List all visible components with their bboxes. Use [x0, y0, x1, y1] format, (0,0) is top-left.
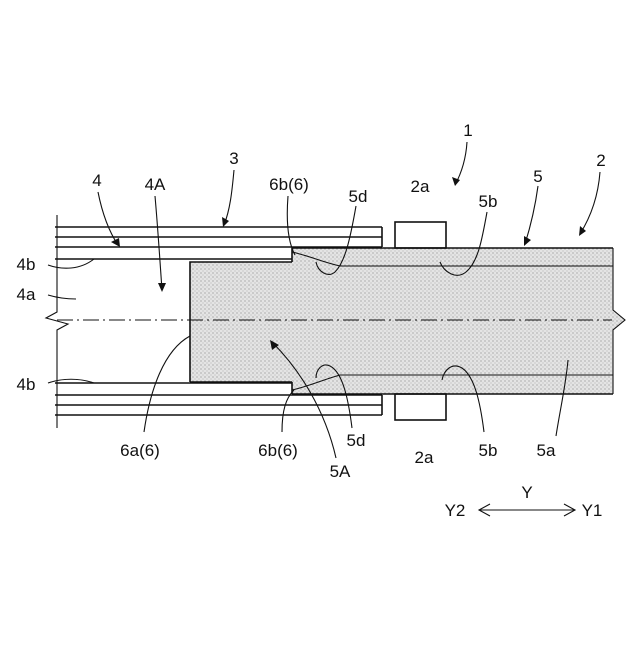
label-6b6-top: 6b(6): [269, 175, 309, 194]
label-5d-top: 5d: [349, 187, 368, 206]
label-3: 3: [229, 149, 238, 168]
label-6a6: 6a(6): [120, 441, 160, 460]
label-2a-bottom: 2a: [415, 448, 434, 467]
axis-label: Y: [521, 483, 532, 502]
member-5-fill: [190, 248, 625, 394]
label-4A: 4A: [145, 175, 166, 194]
label-6b6-bottom: 6b(6): [258, 441, 298, 460]
label-5b-bottom: 5b: [479, 441, 498, 460]
label-5d-bottom: 5d: [347, 431, 366, 450]
direction-left-label: Y2: [445, 501, 466, 520]
label-5a: 5a: [537, 441, 556, 460]
outer-layers-top: [55, 227, 382, 247]
label-4b-top: 4b: [17, 255, 36, 274]
label-5: 5: [533, 167, 542, 186]
label-5b-top: 5b: [479, 192, 498, 211]
label-4: 4: [92, 171, 101, 190]
direction-right-label: Y1: [582, 501, 603, 520]
label-2a-top: 2a: [411, 177, 430, 196]
label-1: 1: [463, 121, 472, 140]
label-2: 2: [596, 151, 605, 170]
label-4b-bottom: 4b: [17, 375, 36, 394]
label-4a: 4a: [17, 285, 36, 304]
direction-indicator: Y Y2 Y1: [445, 483, 603, 520]
outer-layers-bottom: [55, 395, 382, 415]
label-5A: 5A: [330, 462, 351, 481]
